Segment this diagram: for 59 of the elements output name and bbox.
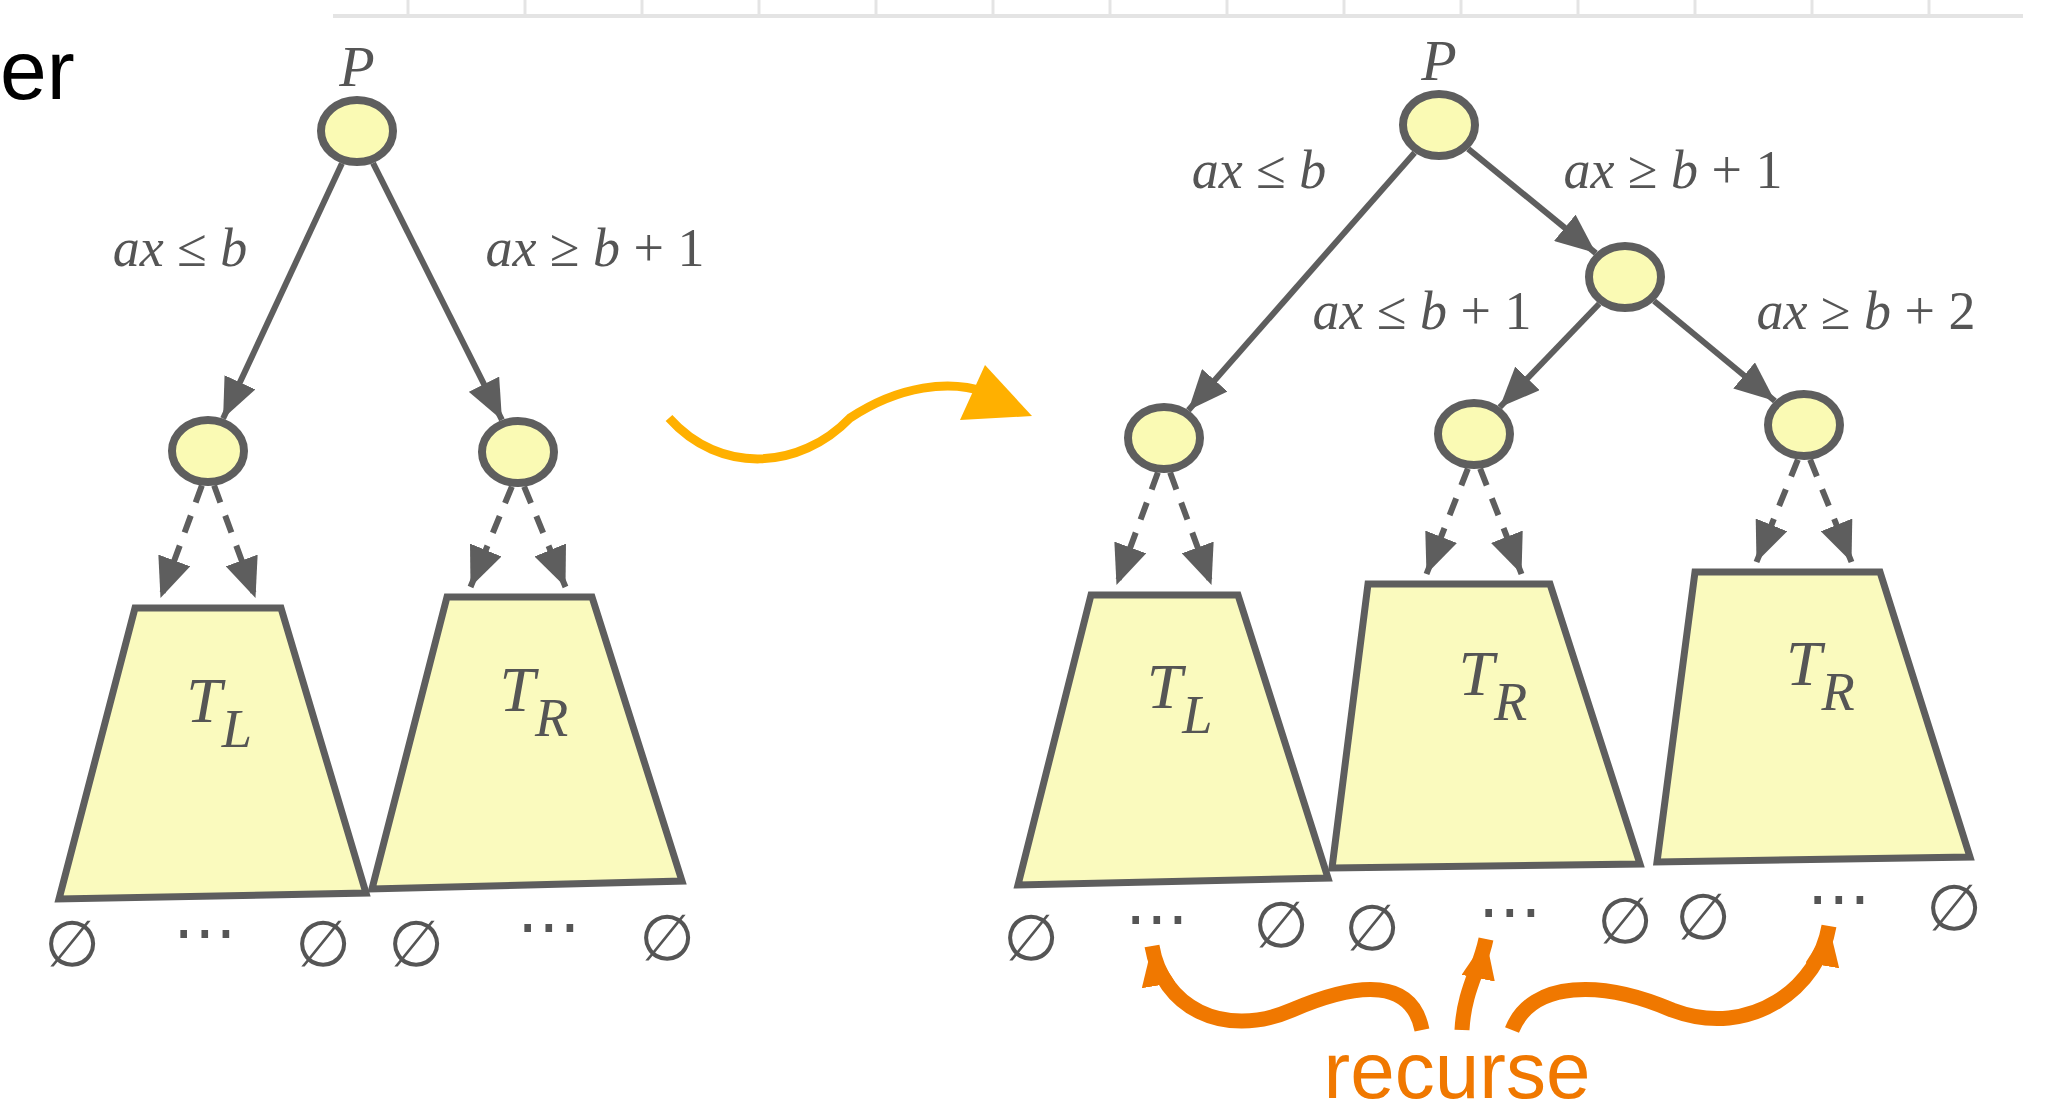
edge-label: ax ≤ b + 1: [1312, 280, 1532, 342]
subtree-label: T$_{R}$: [1785, 627, 1855, 723]
subtree-trapezoid: [1653, 568, 1974, 866]
text-fragment: er: [0, 28, 75, 112]
branch-arrow: [220, 162, 345, 420]
dashed-arrow: [1423, 467, 1471, 576]
dashed-arrow: [521, 485, 569, 589]
ellipsis-label: ⋯: [1125, 890, 1189, 946]
edge-label: ax ≤ b: [1191, 139, 1327, 201]
branch-arrow: [1466, 146, 1598, 256]
dashed-arrow: [1113, 471, 1161, 587]
dashed-arrow: [1807, 458, 1855, 564]
dashed-arrow: [211, 484, 259, 600]
subtree-label: T$_{R}$: [499, 653, 569, 749]
branch-arrow: [1497, 301, 1602, 410]
leaf-symbol: ⋯: [517, 894, 581, 958]
subtree-label: T$_{L}$: [1146, 650, 1213, 746]
dashed-arrow: [1753, 458, 1801, 564]
subtree-label: T$_{R}$: [1458, 637, 1528, 733]
leaf-symbol: ∅: [1597, 889, 1653, 953]
leaf-symbol: ⋯: [173, 900, 237, 964]
node-name-label: P: [1421, 32, 1457, 90]
node-name-label: P: [339, 38, 375, 96]
ellipsis-label: ⋯: [1478, 883, 1542, 939]
dashed-arrow: [1167, 471, 1215, 587]
branch-arrow: [1652, 298, 1777, 404]
tree-node-circle: [478, 417, 558, 487]
leaf-symbol: ∅: [1926, 876, 1982, 940]
leaf-symbol: ∅: [44, 912, 100, 976]
tree-node-circle: [1764, 390, 1844, 460]
branch-arrow: [1454, 937, 1494, 1031]
leaf-symbol: ∅: [1253, 893, 1309, 957]
subtree-trapezoid: [55, 604, 370, 903]
tree-node-circle: [1585, 242, 1665, 312]
edge-label: ax ≥ b + 1: [485, 217, 705, 279]
ellipsis-label: ⋯: [1807, 870, 1871, 926]
dashed-arrow: [1477, 467, 1525, 576]
branch-arrow: [370, 161, 505, 422]
edge-label: ax ≥ b + 1: [1563, 139, 1783, 201]
tree-node-circle: [168, 416, 248, 486]
tree-node-circle: [1124, 403, 1204, 473]
branch-arrow: [1186, 150, 1417, 413]
branch-arrow: [1144, 944, 1430, 1033]
subtree-trapezoid: [1328, 580, 1644, 872]
tree-node-circle: [1434, 399, 1514, 469]
dashed-arrow: [157, 484, 205, 600]
edge-label: ax ≤ b: [112, 217, 248, 279]
subtree-label: T$_{L}$: [186, 663, 252, 760]
leaf-symbol: ∅: [1675, 885, 1731, 949]
subtree-trapezoid: [1014, 591, 1332, 889]
leaf-symbol: ∅: [295, 912, 351, 976]
leaf-symbol: ∅: [1003, 906, 1059, 970]
dashed-arrow: [467, 485, 515, 589]
leaf-symbol: ∅: [1344, 896, 1400, 960]
edge-label: ax ≥ b + 2: [1756, 280, 1976, 342]
leaf-symbol: ∅: [639, 906, 695, 970]
leaf-symbol: ∅: [388, 912, 444, 976]
subtree-trapezoid: [368, 593, 686, 893]
recurse-label: recurse: [1322, 1030, 1592, 1112]
